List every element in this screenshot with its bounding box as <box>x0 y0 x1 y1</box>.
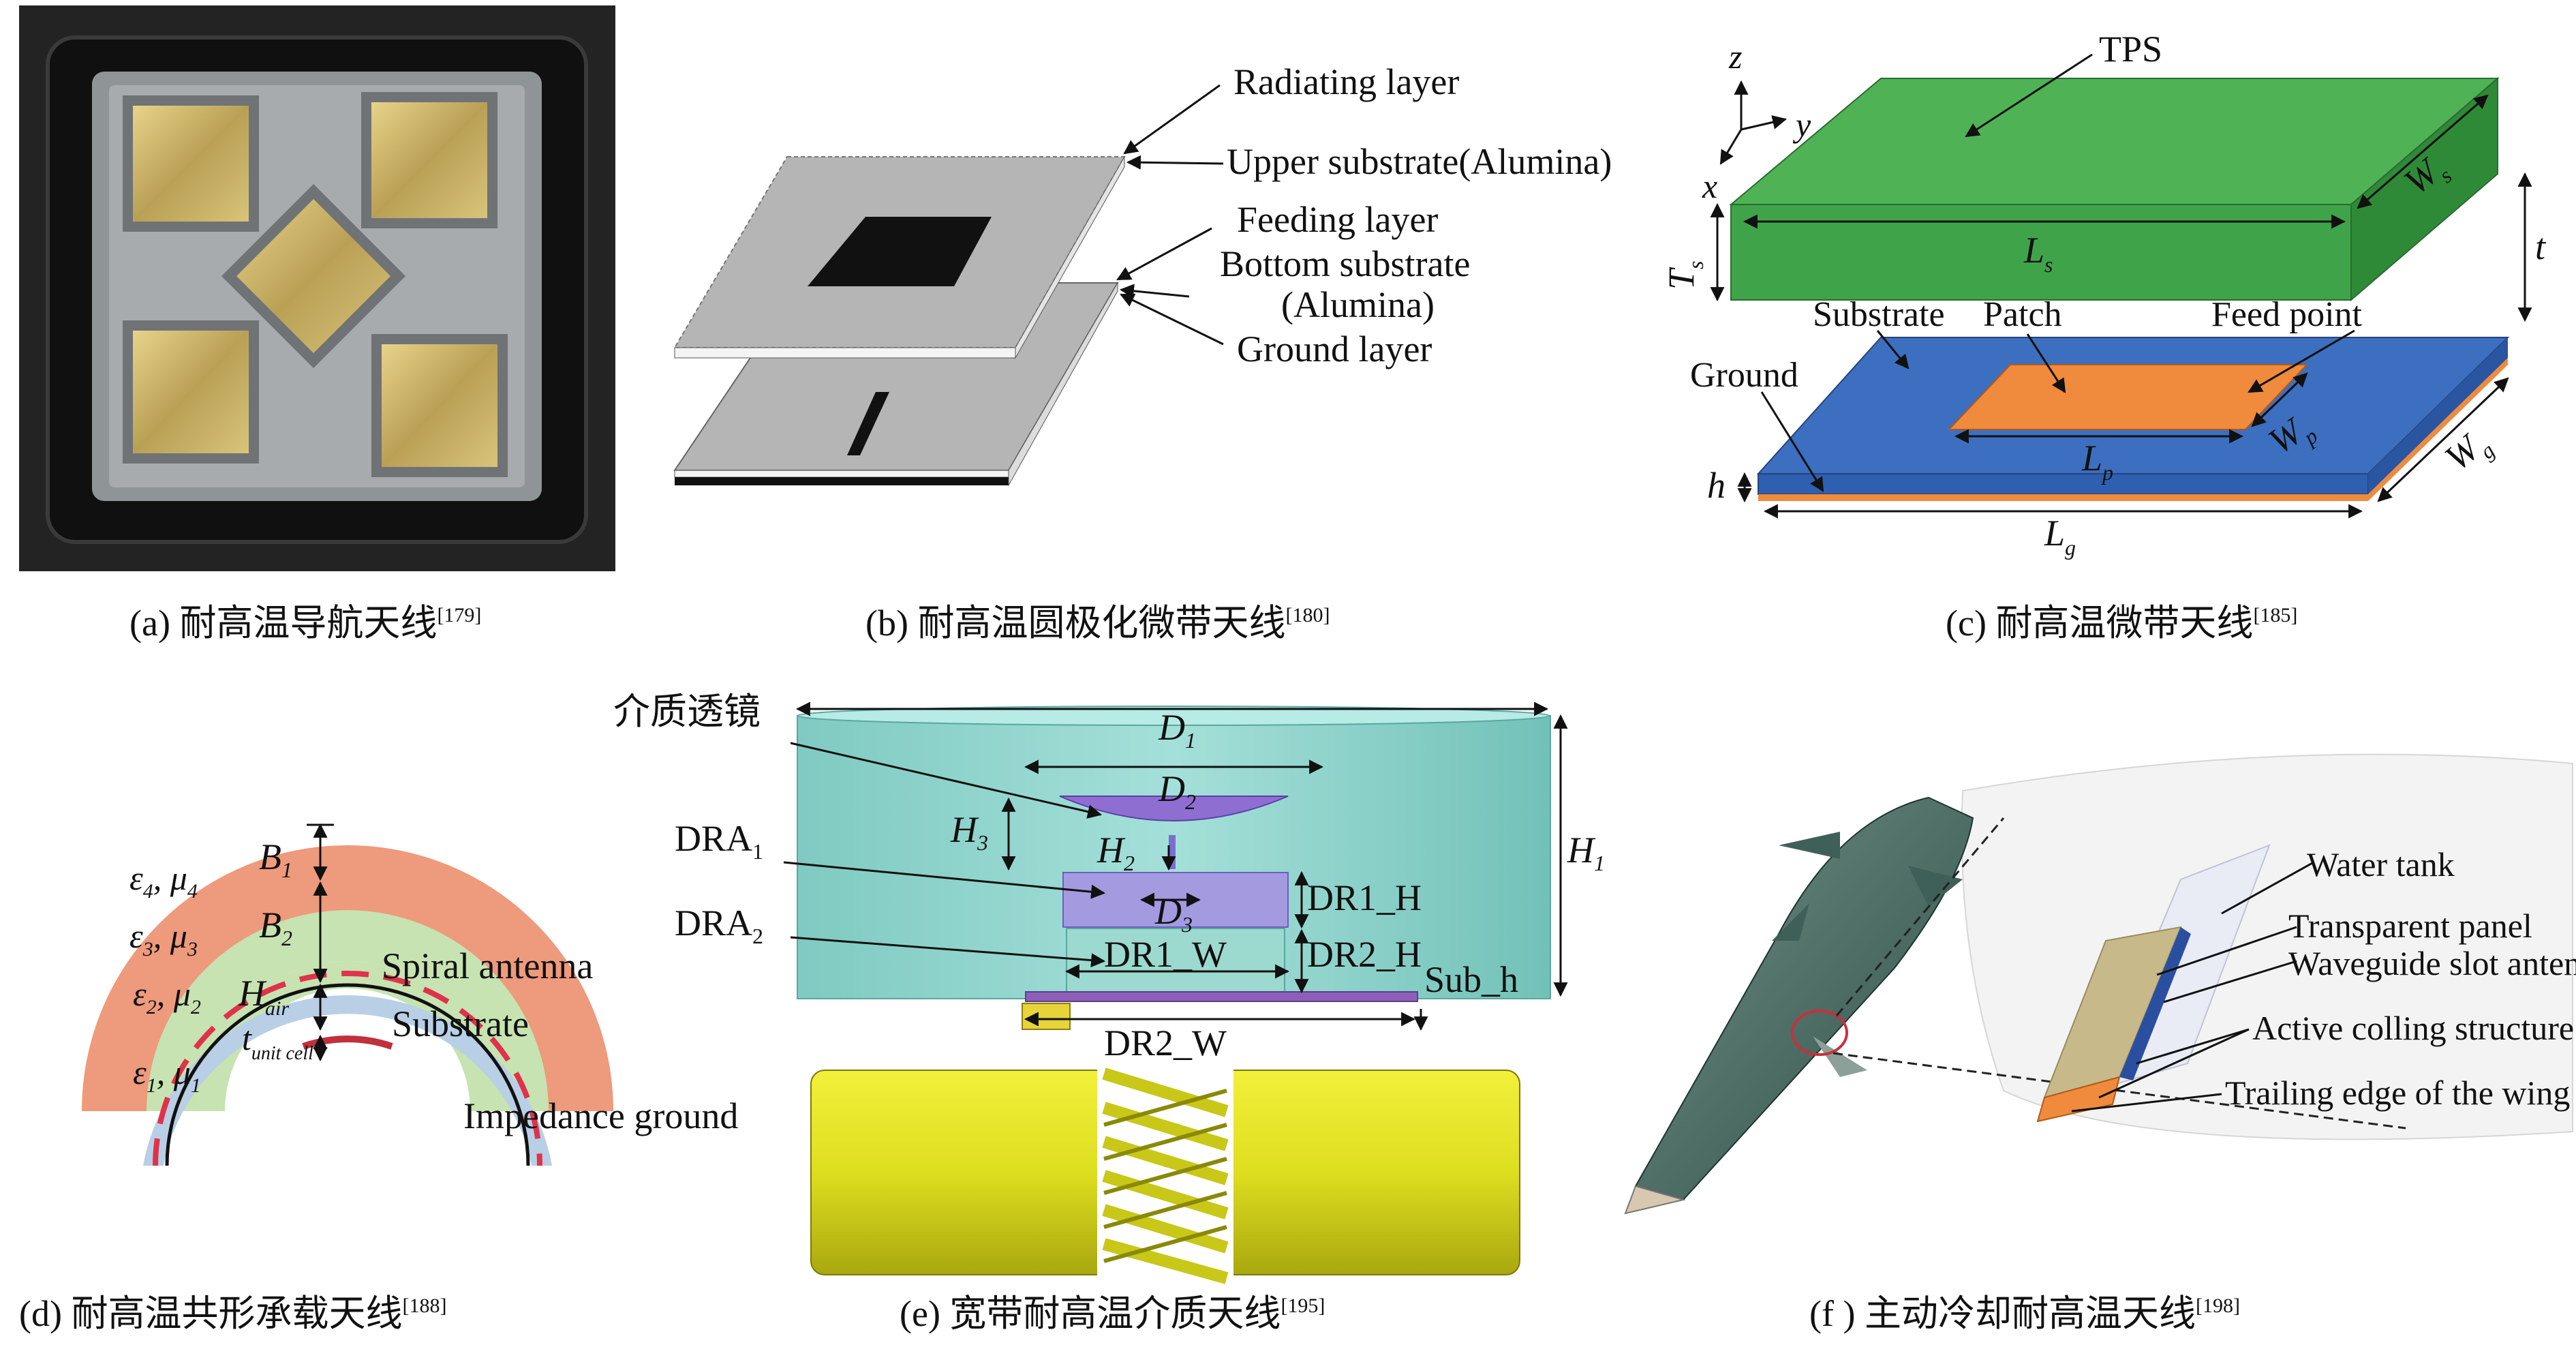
helix-coil <box>1102 1068 1229 1284</box>
panel-e-dimensions <box>783 701 1568 1031</box>
caption-d: (d) 耐高温共形承载天线[188] <box>19 1293 446 1334</box>
label-dra1: DRA1 <box>675 818 763 864</box>
label-h: h <box>1707 465 1726 506</box>
label-ground: Ground <box>1690 356 1798 395</box>
label-dr2-w: DR2_W <box>1104 1023 1227 1063</box>
label-d1: D1 <box>1158 707 1196 753</box>
gold-patch-antenna-3 <box>123 320 259 464</box>
patch <box>1947 364 2309 430</box>
panel-e-diagram <box>797 706 1551 1284</box>
axis-z: z <box>1728 37 1742 76</box>
gold-patch-antenna-center <box>221 184 405 368</box>
sub-layer <box>1025 991 1418 1002</box>
label-water-tank: Water tank <box>2307 845 2455 883</box>
active-cooling-structure <box>2036 1076 2121 1123</box>
label-dielectric-lens: 介质透镜 <box>613 691 761 732</box>
caption-e: (e) 宽带耐高温介质天线[195] <box>900 1293 1325 1334</box>
missile-body <box>1634 796 1974 1201</box>
axis-x: x <box>1702 167 1717 205</box>
label-eps1-mu1: ε1, μ1 <box>133 1053 201 1097</box>
feed-line <box>847 392 889 455</box>
label-radiating-layer: Radiating layer <box>1233 61 1459 102</box>
label-eps2-mu2: ε2, μ2 <box>133 975 201 1018</box>
highlight-circle <box>1791 1010 1848 1056</box>
label-h2: H2 <box>1097 830 1135 875</box>
panel-b-diagram <box>673 155 1126 487</box>
label-ts: Ts <box>1661 261 1708 290</box>
label-b2: B2 <box>259 905 292 950</box>
label-waveguide-slot-antenna: Waveguide slot antenna <box>2288 944 2576 982</box>
panel-d-diagram <box>82 845 613 1166</box>
label-d3: D3 <box>1154 891 1193 937</box>
panel-a-photo <box>19 5 615 571</box>
label-trailing-edge: Trailing edge of the wing <box>2225 1074 2570 1112</box>
panel-d-dimensions <box>307 823 334 1062</box>
arc-layer-1 <box>143 995 552 1166</box>
panel-b-arrows <box>1116 84 1224 346</box>
gold-patch-antenna-4 <box>371 334 508 477</box>
label-d2: D2 <box>1158 768 1196 814</box>
label-dr2-h: DR2_H <box>1307 934 1422 975</box>
label-substrate: Substrate <box>1813 295 1945 334</box>
label-spiral-antenna: Spiral antenna <box>382 945 593 986</box>
gold-patch-antenna-2 <box>361 92 497 228</box>
impedance-ground-cells <box>153 971 542 1166</box>
label-upper-substrate: Upper substrate(Alumina) <box>1227 141 1612 182</box>
label-eps3-mu3: ε3, μ3 <box>129 917 198 960</box>
label-b1: B1 <box>259 836 292 882</box>
label-t: t <box>2535 226 2547 267</box>
label-active-colling-structure: Active colling structure <box>2252 1009 2574 1047</box>
label-dra2: DRA2 <box>675 903 763 948</box>
panel-f-leaders <box>2071 861 2314 1113</box>
label-h1: H1 <box>1567 830 1605 875</box>
axis-y: y <box>1792 106 1811 144</box>
panel-c-diagram <box>1729 76 2510 501</box>
panel-c-dimensions <box>1710 53 2532 519</box>
radiating-patch <box>808 217 992 286</box>
label-substrate-d: Substrate <box>392 1003 529 1044</box>
label-patch: Patch <box>1983 295 2062 334</box>
label-lp: Lp <box>2081 438 2113 485</box>
label-lg: Lg <box>2044 513 2076 560</box>
label-bottom-substrate-2: (Alumina) <box>1281 284 1435 325</box>
label-ground-layer: Ground layer <box>1237 329 1432 369</box>
caption-a: (a) 耐高温导航天线[179] <box>129 603 481 644</box>
label-feeding-layer: Feeding layer <box>1237 199 1438 240</box>
label-ls: Ls <box>2023 230 2053 277</box>
panel-f-diagram <box>1624 753 2573 1215</box>
label-wg: Wg <box>2437 421 2499 483</box>
label-eps4-mu4: ε4, μ4 <box>129 859 198 903</box>
label-dr1-h: DR1_H <box>1307 877 1422 918</box>
caption-b: (b) 耐高温圆极化微带天线[180] <box>865 603 1330 644</box>
label-hair: Hair <box>238 973 289 1020</box>
label-dr1-w: DR1_W <box>1104 934 1227 975</box>
label-bottom-substrate: Bottom substrate <box>1220 243 1470 284</box>
label-impedance-ground: Impedance ground <box>463 1095 738 1136</box>
label-t-unit-cell: tunit cell <box>242 1019 313 1064</box>
spiral-antenna-arc <box>302 1035 393 1050</box>
label-tps: TPS <box>2099 29 2162 70</box>
caption-f: (f ) 主动冷却耐高温天线[198] <box>1809 1293 2240 1334</box>
gold-patch-antenna-1 <box>123 95 259 232</box>
label-transparent-panel: Transparent panel <box>2288 907 2532 945</box>
label-h3: H3 <box>950 809 988 855</box>
caption-c: (c) 耐高温微带天线[185] <box>1946 603 2297 644</box>
arc-layer-4 <box>82 845 613 1111</box>
missile-nose-cone <box>1624 1185 1686 1215</box>
label-feed-point: Feed point <box>2211 295 2363 334</box>
label-sub-h: Sub_h <box>1424 959 1518 1000</box>
arc-layer-3 <box>147 910 549 1111</box>
